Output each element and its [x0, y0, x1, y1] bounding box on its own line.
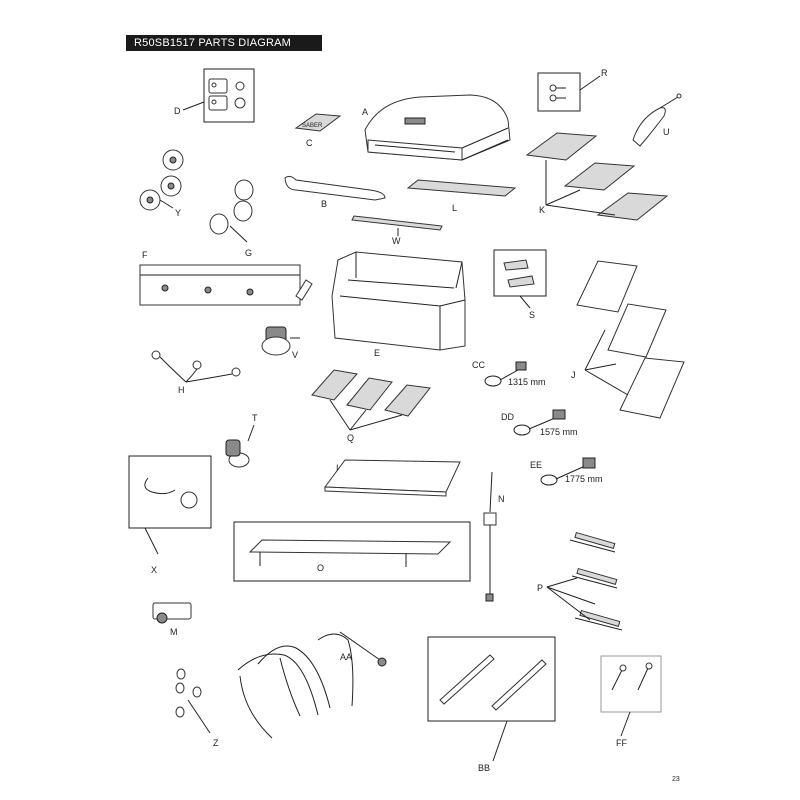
part-BB-brackets	[427, 636, 556, 762]
label-X: X	[151, 565, 157, 575]
length-CC: 1315 mm	[508, 377, 546, 387]
label-BB: BB	[478, 763, 490, 773]
part-I-drip-tray	[324, 459, 461, 497]
part-D-knob-kit	[182, 68, 255, 123]
label-J: J	[571, 370, 576, 380]
label-B: B	[321, 199, 327, 209]
label-V: V	[292, 350, 298, 360]
label-Y: Y	[175, 208, 181, 218]
title-bar	[126, 35, 322, 51]
part-CC-ignition-wire	[484, 361, 527, 387]
label-N: N	[498, 494, 505, 504]
part-F-control-panel	[139, 264, 313, 306]
part-Q-heat-tents	[311, 369, 431, 431]
label-T: T	[252, 413, 258, 423]
label-FF: FF	[616, 738, 627, 748]
part-A-hood	[364, 94, 511, 161]
label-C: C	[306, 138, 313, 148]
label-I: I	[336, 463, 339, 473]
label-F: F	[142, 250, 148, 260]
part-O-support-bar	[233, 521, 471, 582]
label-O: O	[317, 563, 324, 573]
label-A: A	[362, 107, 368, 117]
length-DD: 1575 mm	[540, 427, 578, 437]
label-Z: Z	[213, 738, 219, 748]
part-H-wires	[151, 350, 241, 383]
label-L: L	[452, 203, 457, 213]
part-P-burners	[546, 531, 623, 631]
part-X-igniter-module	[128, 455, 212, 555]
label-U: U	[663, 127, 670, 137]
part-R-screws	[537, 72, 601, 112]
length-EE: 1775 mm	[565, 474, 603, 484]
part-K-grates	[525, 132, 669, 221]
part-C-name-plate: SABER	[294, 113, 342, 132]
part-S-electrodes	[493, 249, 547, 309]
part-AA-wire-harness	[237, 631, 387, 739]
label-E: E	[374, 348, 380, 358]
part-EE-ignition-wire	[540, 457, 596, 486]
part-G-bezels	[209, 179, 254, 243]
part-Y-knobs	[139, 149, 184, 211]
page-number: 23	[672, 776, 680, 783]
label-AA: AA	[340, 652, 352, 662]
label-M: M	[170, 627, 178, 637]
label-D: D	[174, 106, 181, 116]
part-L-warming-rack	[406, 179, 517, 197]
part-M-manifold	[152, 602, 192, 624]
label-G: G	[245, 248, 252, 258]
part-W-strip	[351, 215, 443, 236]
part-FF-screws	[600, 655, 662, 737]
label-K: K	[539, 205, 545, 215]
part-DD-ignition-wire	[513, 409, 566, 436]
label-CC: CC	[472, 360, 485, 370]
part-N-wire	[483, 471, 497, 602]
label-EE: EE	[530, 460, 542, 470]
page-title: R50SB1517 PARTS DIAGRAM	[134, 37, 292, 49]
label-W: W	[392, 236, 401, 246]
part-Z-fittings	[175, 668, 211, 734]
part-V-regulator	[261, 326, 300, 356]
part-J-burner-trays	[576, 260, 685, 419]
label-S: S	[529, 310, 535, 320]
label-P: P	[537, 583, 543, 593]
label-Q: Q	[347, 433, 354, 443]
part-T-igniter-button	[225, 424, 255, 468]
label-R: R	[601, 68, 608, 78]
label-DD: DD	[501, 412, 514, 422]
part-B-handle	[284, 175, 386, 201]
name-plate-text: SABER	[302, 123, 323, 129]
part-U-utensil	[632, 93, 682, 147]
part-E-firebox	[331, 251, 466, 351]
label-H: H	[178, 385, 185, 395]
